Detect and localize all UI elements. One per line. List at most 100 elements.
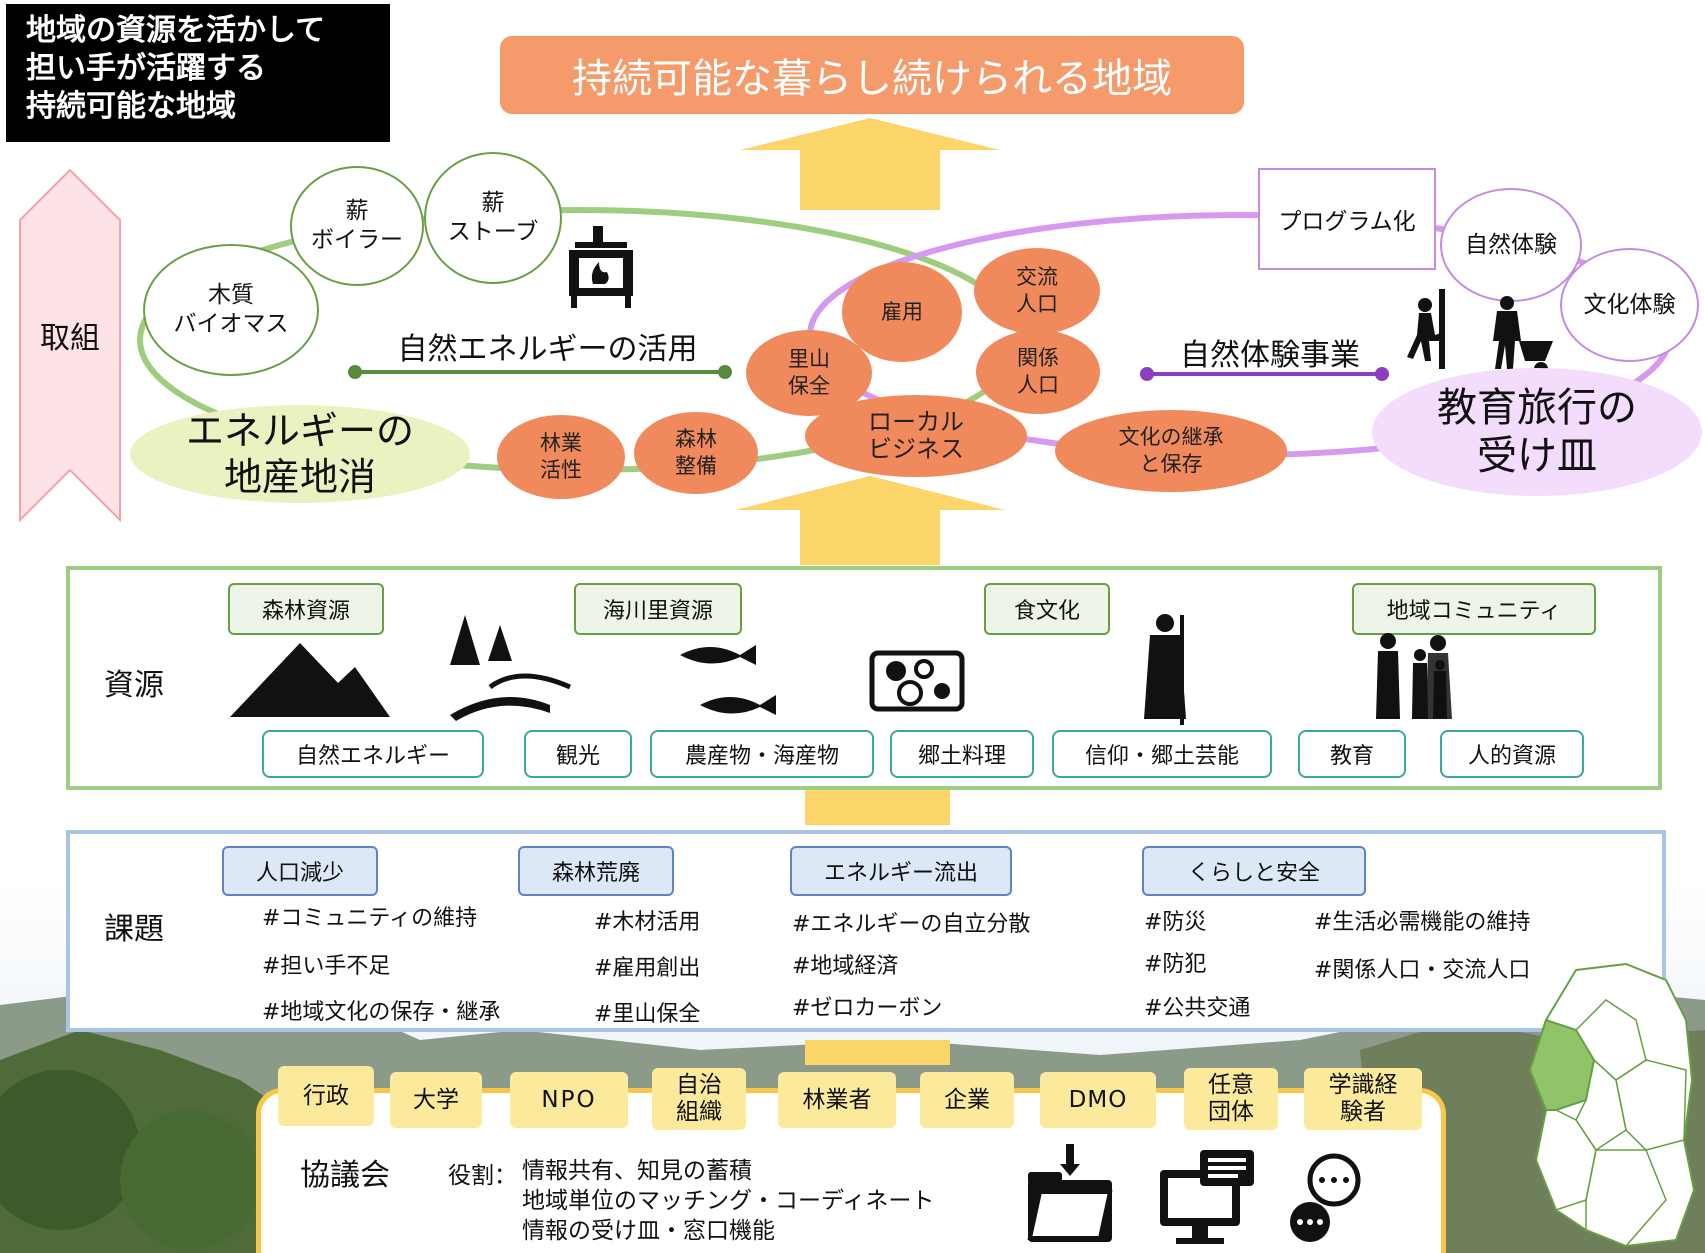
energy-local-label: エネルギーの 地産地消 [130, 405, 470, 503]
org-dmo: DMO [1040, 1072, 1156, 1128]
tag-faith-folk-arts: 信仰・郷土芸能 [1052, 730, 1272, 778]
issue-hashtag: #関係人口・交流人口 [1314, 958, 1531, 983]
tag-food-culture: 食文化 [984, 583, 1110, 635]
pill-text: ローカル [868, 408, 964, 436]
bubble-wood-biomass: 木質 バイオマス [143, 244, 319, 376]
pill-text: 整備 [675, 454, 717, 478]
council-role-item: 情報の受け皿・窓口機能 [522, 1218, 775, 1244]
program-callout: プログラム化 [1258, 168, 1436, 270]
energy-local-label-line: 地産地消 [223, 455, 376, 499]
tagline-box: 地域の資源を活かして 担い手が活躍する 持続可能な地域 [6, 4, 390, 142]
bubble-culture-experience: 文化体験 [1560, 248, 1699, 362]
education-travel-label-line: 教育旅行の [1437, 385, 1637, 431]
nature-title: 自然体験事業 [1180, 338, 1360, 373]
tag-population-decline: 人口減少 [222, 846, 378, 896]
climbing-person-icon [1407, 289, 1445, 369]
tag-energy-outflow: エネルギー流出 [790, 846, 1012, 896]
pill-text: 里山 [788, 347, 830, 371]
org-government: 行政 [278, 1066, 374, 1126]
education-travel-label: 教育旅行の 受け皿 [1372, 368, 1702, 496]
computer-chat-icon [1160, 1150, 1254, 1244]
energy-title: 自然エネルギーの活用 [397, 332, 698, 367]
resources-side-label: 資源 [104, 668, 164, 703]
tag-local-cuisine: 郷土料理 [890, 730, 1034, 778]
issue-hashtag: #地域経済 [792, 954, 899, 979]
pill-text: 人口 [1017, 373, 1059, 397]
pill-text: 森林 [675, 427, 717, 451]
initiatives-side-label: 取組 [40, 321, 100, 356]
org-companies: 企業 [920, 1072, 1014, 1128]
issue-hashtag: #コミュニティの維持 [262, 906, 478, 931]
mountain-icon [230, 643, 390, 717]
pill-text: 交流 [1016, 265, 1058, 289]
up-arrow [805, 1040, 950, 1065]
pill-text: 林業 [540, 431, 582, 455]
org-foresters: 林業者 [778, 1072, 896, 1128]
org-academic-experts: 学識経 験者 [1304, 1068, 1422, 1130]
resource-icons [230, 614, 1452, 725]
issue-hashtag: #ゼロカーボン [792, 996, 943, 1021]
org-text: 験者 [1340, 1099, 1386, 1125]
issue-hashtag: #防犯 [1144, 952, 1207, 977]
pill-forest-maintenance: 森林 整備 [634, 412, 758, 494]
up-arrow [740, 118, 1000, 210]
pill-exchange-population: 交流 人口 [974, 248, 1100, 334]
issue-hashtag: #防災 [1144, 910, 1207, 935]
wheelbarrow-farmer-icon [1493, 296, 1553, 376]
bubble-wood-stove: 薪 ストーブ [424, 152, 562, 284]
tag-tourism: 観光 [524, 730, 632, 778]
chat-bubbles-icon [1290, 1153, 1361, 1242]
issue-hashtag: #里山保全 [594, 1002, 701, 1027]
pill-text: 文化の継承 [1118, 425, 1224, 449]
tagline-line: 持続可能な地域 [26, 89, 236, 124]
tag-forest-degradation: 森林荒廃 [518, 846, 674, 896]
org-text: 団体 [1208, 1099, 1254, 1125]
tag-sea-river-resources: 海川里資源 [574, 583, 742, 635]
org-text: 組織 [676, 1099, 722, 1125]
tag-education: 教育 [1298, 730, 1406, 778]
pill-text: 活性 [540, 458, 582, 482]
download-folder-icon [1027, 1144, 1113, 1242]
pill-text: 人口 [1016, 292, 1058, 316]
education-travel-label-line: 受け皿 [1477, 433, 1597, 479]
issue-hashtag: #エネルギーの自立分散 [792, 912, 1031, 937]
trees-bridge-icon [450, 615, 572, 721]
energy-local-label-line: エネルギーの [185, 409, 414, 453]
org-text: 学識経 [1328, 1072, 1398, 1098]
fish-icon [680, 645, 776, 715]
set-meal-icon [869, 650, 965, 712]
bubble-text: バイオマス [173, 311, 289, 337]
tag-forest-resources: 森林資源 [228, 583, 384, 635]
bubble-text: 薪 [345, 198, 369, 224]
pill-employment: 雇用 [842, 262, 962, 362]
council-role-item: 地域単位のマッチング・コーディネート [522, 1188, 935, 1214]
goal-banner: 持続可能な暮らし続けられる地域 [500, 36, 1244, 114]
tag-agri-marine-products: 農産物・海産物 [650, 730, 874, 778]
up-arrow [805, 790, 950, 825]
pill-forestry: 林業 活性 [497, 415, 625, 499]
org-npo: NPO [510, 1072, 628, 1128]
up-arrow [735, 476, 1005, 565]
issues-side-label: 課題 [104, 912, 164, 947]
monk-icon [1144, 614, 1186, 725]
bubble-nature-experience: 自然体験 [1440, 188, 1582, 302]
issue-hashtag: #生活必需機能の維持 [1314, 910, 1531, 935]
tag-local-community: 地域コミュニティ [1352, 583, 1596, 635]
pill-text: と保存 [1139, 452, 1203, 476]
tag-natural-energy: 自然エネルギー [262, 730, 484, 778]
pill-culture-heritage: 文化の継承 と保存 [1055, 410, 1287, 492]
org-text: 自治 [676, 1072, 722, 1098]
issue-hashtag: #雇用創出 [594, 956, 701, 981]
issue-hashtag: #担い手不足 [262, 954, 391, 979]
pill-text: ビジネス [868, 435, 964, 463]
wood-stove-icon [569, 226, 633, 308]
org-voluntary-groups: 任意 団体 [1184, 1068, 1278, 1130]
tag-human-resources: 人的資源 [1440, 730, 1584, 778]
pill-local-business: ローカル ビジネス [805, 395, 1027, 477]
org-self-governing: 自治 組織 [652, 1068, 746, 1130]
bubble-text: 薪 [481, 190, 505, 216]
pill-text: 関係 [1017, 346, 1059, 370]
tag-living-safety: くらしと安全 [1142, 846, 1366, 896]
council-role-item: 情報共有、知見の蓄積 [522, 1158, 752, 1184]
bubble-text: ストーブ [447, 219, 539, 245]
